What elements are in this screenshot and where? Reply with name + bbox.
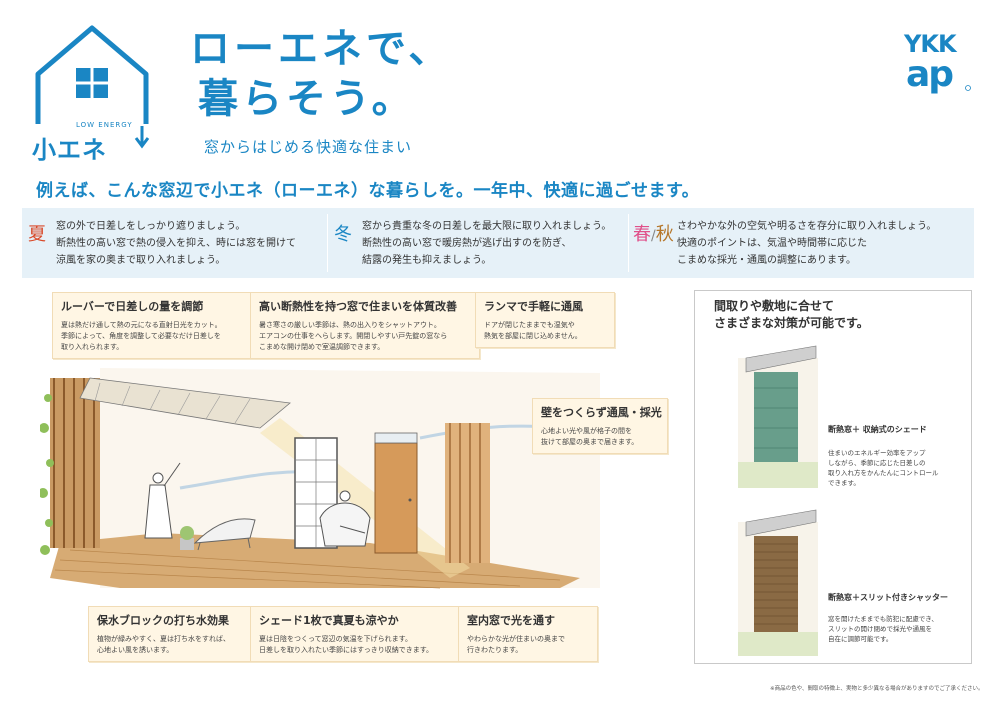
callout-indoor-body: やわらかな光が住まいの奥まで 行きわたります。 (467, 635, 565, 654)
intro-text: 例えば、こんな窓辺で小エネ（ローエネ）な暮らしを。一年中、快適に過ごせます。 (36, 181, 700, 201)
callout-ranma-title: ランマで手軽に通風 (484, 300, 583, 313)
season-text-winter: 窓から貴重な冬の日差しを最大限に取り入れましょう。 断熱性の高い窓で暖房熱が逃げ… (362, 221, 612, 266)
callout-block-title: 保水ブロックの打ち水効果 (97, 614, 229, 627)
woman-figure-icon (144, 462, 181, 539)
lounge-chair-icon (193, 518, 256, 551)
season-summer: 夏 窓の外で日差しをしっかり遮りましょう。 断熱性の高い窓で熱の侵入を抑え、時に… (22, 208, 327, 278)
season-spring-autumn: 春/秋 さわやかな外の空気や明るさを存分に取り入れましょう。 快適のポイントは、… (629, 208, 974, 278)
options-panel-title: 間取りや敷地に合せて さまざまな対策が可能です。 (714, 299, 869, 330)
season-tag-spring-autumn: 春/秋 (633, 220, 674, 246)
headline: ローエネで、 暮らそう。 (190, 24, 452, 124)
season-tag-winter: 冬 (334, 224, 352, 245)
season-tag-summer: 夏 (28, 224, 46, 245)
wooden-lattice-icon (50, 378, 100, 548)
callout-shade-body: 夏は日陰をつくって窓辺の気温を下げられます。 日差しを取り入れたい季節にはすっき… (259, 635, 434, 654)
season-tag-slash: / (651, 228, 656, 244)
callout-louver-body: 夏は熱だけ通して熱の元になる直射日光をカット。 季節によって、角度を調整して必要… (61, 321, 222, 351)
callout-wall: 壁をつくらず通風・採光 心地よい光や風が格子の間を 抜けて部屋の奥まで届きます。 (532, 398, 668, 454)
ykk-ap-logo-icon: YKK ap (903, 30, 971, 94)
callout-block-body: 植物が緑みやすく、夏は打ち水をすれば、 心地よい風を誘います。 (97, 635, 230, 654)
svg-text:YKK: YKK (903, 30, 958, 58)
season-tag-autumn: 秋 (655, 224, 674, 245)
season-text-summer: 窓の外で日差しをしっかり遮りましょう。 断熱性の高い窓で熱の侵入を抑え、時には窓… (56, 221, 296, 266)
seasons-band: 夏 窓の外で日差しをしっかり遮りましょう。 断熱性の高い窓で熱の侵入を抑え、時に… (22, 208, 974, 278)
footnote: ※商品の色や、間取の特徴上、実物と多少異なる場合がありますのでご了承ください。 (770, 686, 984, 692)
season-divider (327, 214, 328, 272)
panel-item-2-heading: 断熱窓＋スリット付きシャッター (828, 593, 948, 602)
logo-big-text: 小エネ (32, 136, 107, 164)
headline-line-2: 暮らそう。 (198, 76, 416, 122)
season-text-spring-autumn: さわやかな外の空気や明るさを存分に取り入れましょう。 快適のポイントは、気温や時… (677, 221, 937, 266)
season-divider (628, 214, 629, 272)
door-icon (374, 432, 418, 554)
callout-indoor-title: 室内窓で光を通す (467, 614, 555, 627)
headline-line-1: ローエネで、 (190, 26, 453, 72)
svg-text:ap: ap (906, 54, 953, 94)
callout-insulation-title: 高い断熱性を持つ窓で住まいを体質改善 (259, 300, 457, 313)
callout-insulation-body: 暑さ寒さの厳しい季節は、熱の出入りをシャットアウト。 エアコンの仕事をへらします… (259, 321, 448, 351)
panel-item-2-body: 窓を開けたままでも防犯に配慮でき、 スリットの開け閉めで採光や通風を 自在に調節… (828, 615, 938, 643)
window-with-shade-illustration (738, 345, 818, 488)
season-winter: 冬 窓から貴重な冬の日差しを最大限に取り入れましょう。 断熱性の高い窓で暖房熱が… (328, 208, 628, 278)
season-tag-spring: 春 (633, 224, 651, 245)
low-energy-house-logo-icon (35, 25, 150, 149)
logo-small-text: LOW ENERGY (76, 121, 133, 129)
callout-ranma-body: ドアが閉じたままでも湿気や 熱気を部屋に閉じ込めません。 (484, 321, 582, 340)
callout-wall-body: 心地よい光や風が格子の間を 抜けて部屋の奥まで届きます。 (541, 427, 639, 446)
indoor-screen-icon (445, 423, 490, 563)
window-with-shutter-illustration (738, 509, 818, 656)
potted-plant-icon (180, 526, 194, 550)
callout-shade-title: シェード1枚で真夏も涼やか (259, 614, 399, 627)
callout-louver: ルーバーで日差しの量を調節 夏は熱だけ通して熱の元になる直射日光をカット。 季節… (52, 292, 256, 359)
headline-subtitle: 窓からはじめる快適な住まい (204, 138, 413, 156)
callout-shade: シェード1枚で真夏も涼やか 夏は日陰をつくって窓辺の気温を下げられます。 日差し… (250, 606, 466, 662)
callout-insulation: 高い断熱性を持つ窓で住まいを体質改善 暑さ寒さの厳しい季節は、熱の出入りをシャッ… (250, 292, 480, 359)
callout-ranma: ランマで手軽に通風 ドアが閉じたままでも湿気や 熱気を部屋に閉じ込めません。 (475, 292, 615, 348)
living-room-illustration (40, 368, 600, 589)
callout-wall-title: 壁をつくらず通風・採光 (541, 406, 662, 419)
panel-item-1-heading: 断熱窓＋ 収納式のシェード (828, 425, 927, 434)
man-in-armchair-icon (319, 490, 371, 547)
louver-pergola-icon (79, 377, 291, 429)
callout-indoor: 室内窓で光を通す やわらかな光が住まいの奥まで 行きわたります。 (458, 606, 598, 662)
callout-louver-title: ルーバーで日差しの量を調節 (61, 300, 204, 313)
panel-item-1-body: 住まいのエネルギー効率をアップ しながら、季節に応じた日差しの 取り入れ方をかん… (828, 449, 939, 487)
callout-block: 保水ブロックの打ち水効果 植物が緑みやすく、夏は打ち水をすれば、 心地よい風を誘… (88, 606, 256, 662)
